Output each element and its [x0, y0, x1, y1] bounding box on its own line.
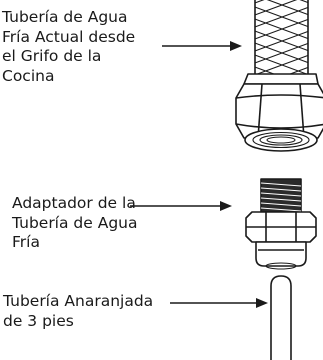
line-adapter: [245, 178, 317, 270]
label-cold-water-line: Tubería de Agua Fría Actual desde el Gri…: [2, 8, 136, 85]
hex-nut: [235, 73, 323, 152]
braided-hose: [254, 0, 309, 74]
label-line-adapter: Adaptador de la Tubería de Agua Fría: [12, 194, 138, 251]
label-orange-tubing: Tubería Anaranjada de 3 pies: [3, 292, 154, 330]
orange-tubing: [270, 275, 292, 360]
callout-arrows: [130, 41, 268, 308]
